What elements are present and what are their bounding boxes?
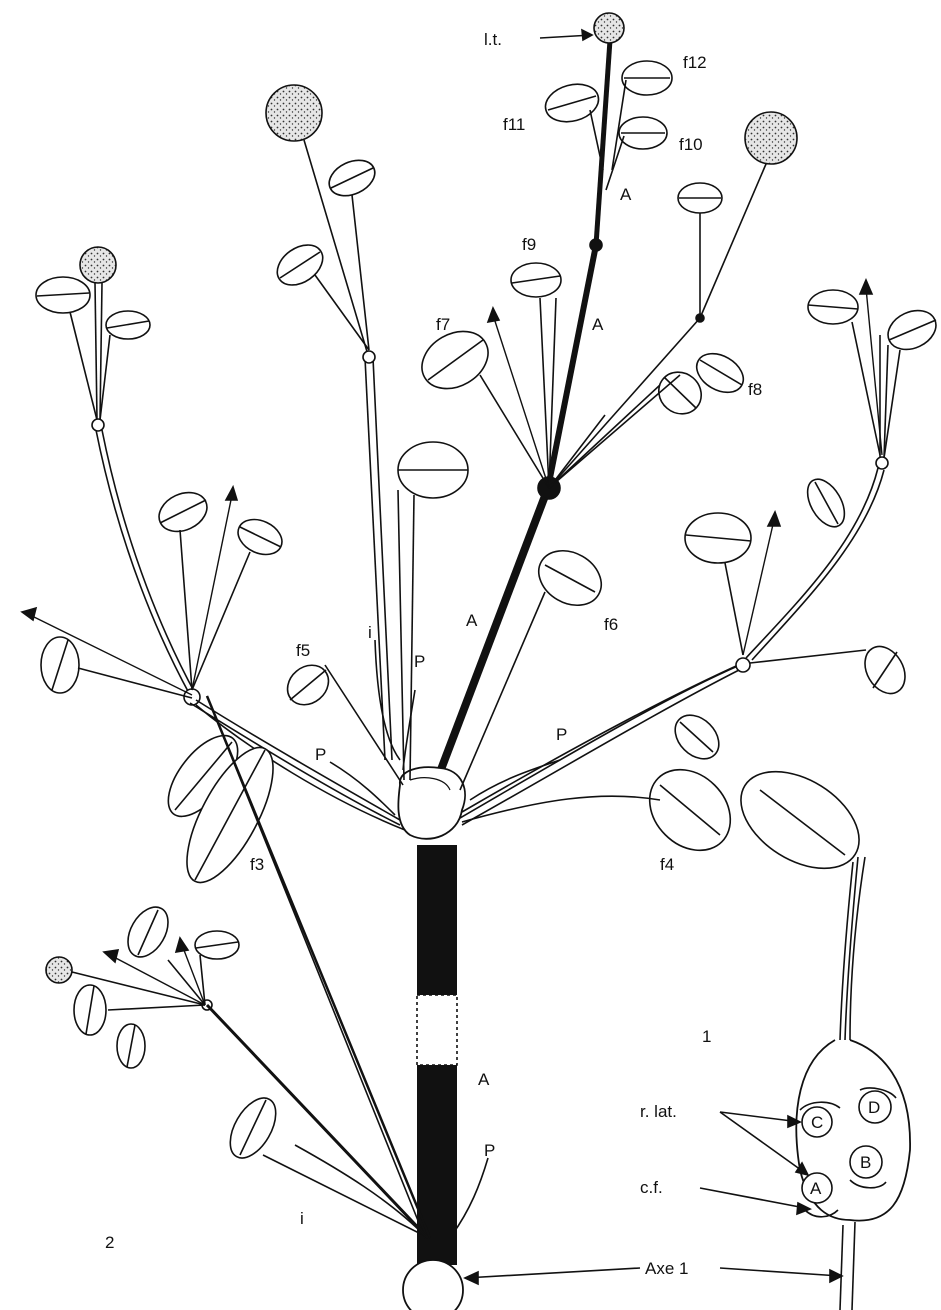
label-f12: f12	[683, 53, 707, 72]
label-r-lat: r. lat.	[640, 1102, 677, 1121]
label-f3: f3	[250, 855, 264, 874]
label-p-bottom: P	[484, 1141, 495, 1160]
label-a-upper: A	[592, 315, 604, 334]
leaf-f4	[462, 753, 747, 866]
label-c-f: c.f.	[640, 1178, 663, 1197]
main-axis	[417, 40, 610, 1265]
left-upper-branch	[36, 247, 196, 695]
label-panel-2: 2	[105, 1233, 114, 1252]
label-bud-b: B	[860, 1153, 871, 1172]
bottom-node	[403, 1260, 463, 1310]
leaf-f11	[541, 79, 603, 170]
leaf-f12	[612, 61, 672, 170]
label-f9: f9	[522, 235, 536, 254]
label-f4: f4	[660, 855, 674, 874]
label-f6: f6	[604, 615, 618, 634]
label-a-top: A	[620, 185, 632, 204]
label-i-top: i	[368, 623, 372, 642]
labels: l.t. f12 f11 f10 A f9 A f7 f8 A f6 i f5 …	[105, 30, 880, 1278]
label-f10: f10	[679, 135, 703, 154]
label-p-left: P	[315, 745, 326, 764]
label-i-bottom: i	[300, 1209, 304, 1228]
label-a-lower: A	[478, 1070, 490, 1089]
label-p-center: P	[414, 652, 425, 671]
label-panel-1: 1	[702, 1027, 711, 1046]
label-bud-c: C	[811, 1113, 823, 1132]
label-lt: l.t.	[484, 30, 502, 49]
label-f11: f11	[503, 115, 525, 134]
label-a-mid: A	[466, 611, 478, 630]
label-p-right: P	[556, 725, 567, 744]
label-bud-d: D	[868, 1098, 880, 1117]
label-f5: f5	[296, 641, 310, 660]
label-f7: f7	[436, 315, 450, 334]
terminal-inflorescence-top	[594, 13, 624, 43]
label-bud-a: A	[810, 1179, 822, 1198]
label-f8: f8	[748, 380, 762, 399]
label-axe1: Axe 1	[645, 1259, 688, 1278]
leaf-f5	[280, 640, 415, 785]
